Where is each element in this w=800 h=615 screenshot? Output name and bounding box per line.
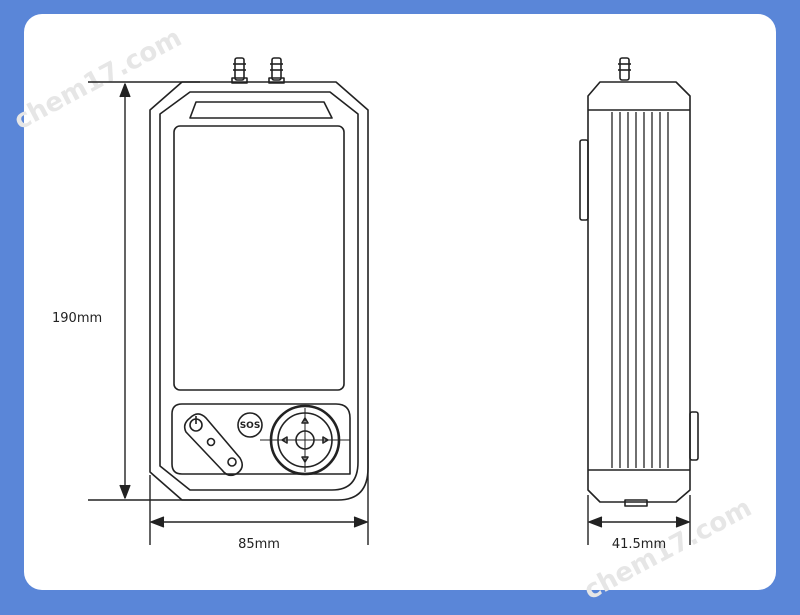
keypad-panel: [171, 403, 351, 475]
side-button[interactable]: [579, 139, 589, 221]
width-label: 85mm: [238, 537, 280, 552]
dpad-icon[interactable]: [260, 404, 350, 476]
width-dimension: [149, 440, 369, 545]
ok-dot-icon: [206, 437, 216, 447]
depth-dimension: [587, 495, 691, 545]
watermark-bottom: chem17.com: [579, 493, 756, 606]
hose-connector-left: [231, 57, 248, 84]
height-label: 190mm: [52, 311, 102, 326]
side-body-outline: [587, 81, 691, 503]
sub-button-icon: [227, 457, 237, 467]
depth-label: 41.5mm: [612, 537, 666, 552]
power-button-group[interactable]: [183, 413, 244, 477]
display-screen: [173, 125, 345, 391]
sos-button[interactable]: [237, 412, 263, 438]
top-vent: [189, 101, 333, 119]
hose-connector-right: [268, 57, 285, 84]
height-dimension: [88, 81, 200, 501]
bottom-port: [624, 499, 648, 507]
rear-clip: [689, 411, 699, 461]
side-hose-connector: [618, 57, 631, 81]
side-view: [579, 57, 699, 507]
front-inner-frame: [159, 91, 359, 491]
sos-label: SOS: [240, 421, 261, 431]
side-grip-ribs: [611, 112, 669, 468]
front-view: [149, 57, 369, 501]
front-body-outline: [149, 81, 369, 501]
